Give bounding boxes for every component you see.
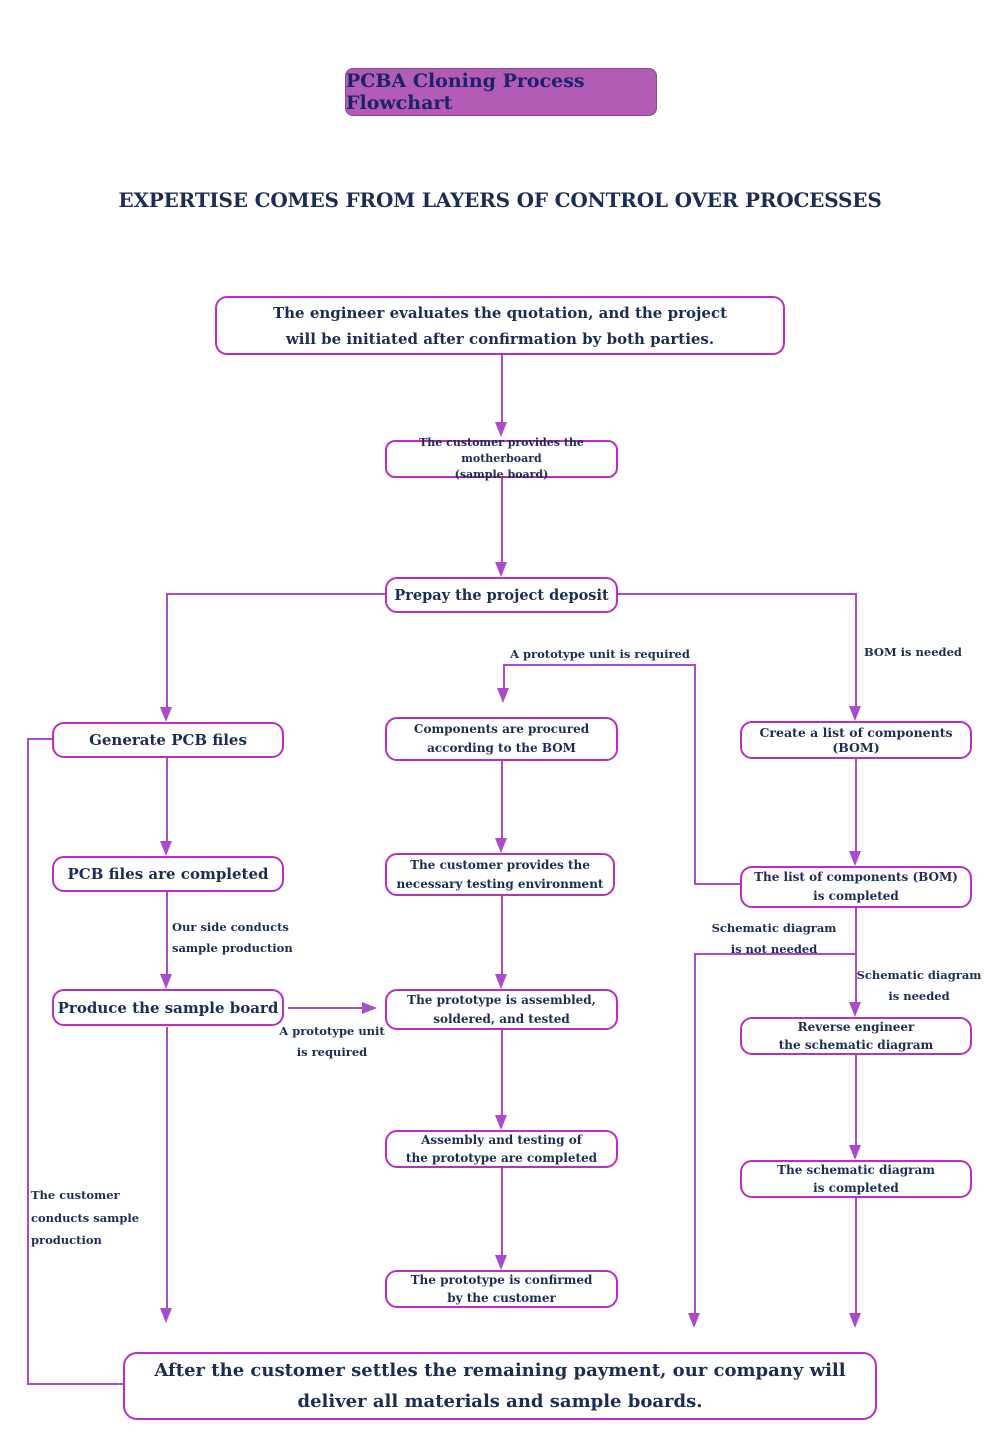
edge-label-our-side-conducts: Our side conducts sample production [172, 920, 293, 955]
node-prototype-assembled: The prototype is assembled, soldered, an… [385, 989, 618, 1030]
page-heading: EXPERTISE COMES FROM LAYERS OF CONTROL O… [118, 188, 882, 212]
edge-createbom-to-bomdone-line [855, 759, 857, 851]
edge-assembled-to-asmdone-arrowhead [495, 1115, 507, 1130]
edge-generate-to-final-hline-bottom [27, 1383, 123, 1385]
edge-produce-to-assembled-line [288, 1007, 362, 1009]
edge-schematic-not-needed-vline [694, 953, 696, 1313]
node-bom-completed: The list of components (BOM) is complete… [740, 866, 972, 908]
edge-components-to-testenv-line [501, 761, 503, 838]
edge-produce-to-final-line [166, 1027, 168, 1308]
edge-generate-to-final-hline-top [27, 738, 52, 740]
edge-pcbdone-to-produce-line [166, 892, 168, 974]
node-generate-pcb-files: Generate PCB files [52, 722, 284, 758]
node-engineer-evaluates: The engineer evaluates the quotation, an… [215, 296, 785, 355]
edge-reverse-to-schdone-line [855, 1055, 857, 1145]
node-reverse-engineer-schematic: Reverse engineer the schematic diagram [740, 1017, 972, 1055]
edge-bomdone-to-components-arrowhead [497, 688, 509, 703]
edge-label-prototype-unit-required-side: A prototype unit is required [279, 1024, 385, 1059]
edge-pcbdone-to-produce-arrowhead [160, 974, 172, 989]
edge-bomdone-to-components-vline-drop [503, 664, 505, 688]
edge-label-bom-is-needed: BOM is needed [864, 645, 962, 659]
edge-schdone-to-final-line [855, 1198, 857, 1313]
edge-asmdone-to-confirmed-line [501, 1168, 503, 1255]
node-assembly-testing-completed: Assembly and testing of the prototype ar… [385, 1130, 618, 1168]
edge-engineer-to-motherboard-arrowhead [495, 422, 507, 437]
edge-bomdone-to-reverse-line [855, 908, 857, 1002]
edge-createbom-to-bomdone-arrowhead [849, 851, 861, 866]
flowchart-title-banner: PCBA Cloning Process Flowchart [345, 68, 657, 116]
edge-bomdone-to-reverse-arrowhead [849, 1002, 861, 1017]
edge-generate-to-final-vline [27, 738, 29, 1385]
edge-prepay-to-createbom-vline [855, 593, 857, 706]
edge-label-schematic-not-needed: Schematic diagram is not needed [711, 921, 837, 956]
node-components-procured: Components are procured according to the… [385, 717, 618, 761]
edge-bomdone-to-components-hline-right [695, 883, 740, 885]
edge-schematic-not-needed-hline [694, 953, 856, 955]
edge-bomdone-to-components-hline-top [504, 664, 696, 666]
edge-bomdone-to-components-vline [694, 664, 696, 885]
edge-motherboard-to-prepay-line [501, 478, 503, 562]
edge-prepay-to-generate-vline [166, 593, 168, 707]
edge-produce-to-assembled-arrowhead [362, 1002, 377, 1014]
node-prototype-confirmed: The prototype is confirmed by the custom… [385, 1270, 618, 1308]
edge-motherboard-to-prepay-arrowhead [495, 562, 507, 577]
node-pcb-files-completed: PCB files are completed [52, 856, 284, 892]
edge-assembled-to-asmdone-line [501, 1030, 503, 1115]
edge-generate-to-pcbdone-line [166, 758, 168, 841]
edge-testenv-to-assembled-arrowhead [495, 974, 507, 989]
edge-components-to-testenv-arrowhead [495, 838, 507, 853]
node-customer-provides-board: The customer provides the motherboard (s… [385, 436, 618, 481]
edge-label-prototype-unit-required-top: A prototype unit is required [510, 647, 690, 661]
edge-label-customer-conducts: The customer conducts sample production [31, 1188, 140, 1247]
node-produce-sample-board: Produce the sample board [52, 989, 284, 1026]
edge-prepay-to-generate-arrowhead [160, 707, 172, 722]
edge-asmdone-to-confirmed-arrowhead [495, 1255, 507, 1270]
node-final-delivery: After the customer settles the remaining… [123, 1352, 877, 1420]
edge-engineer-to-motherboard-line [501, 355, 503, 422]
edge-prepay-to-createbom-arrowhead [849, 706, 861, 721]
node-testing-environment: The customer provides the necessary test… [385, 853, 615, 896]
edge-prepay-to-generate-hline [167, 593, 385, 595]
edge-schdone-to-final-arrowhead [849, 1313, 861, 1328]
edge-label-schematic-needed: Schematic diagram is needed [856, 968, 982, 1003]
edge-generate-to-pcbdone-arrowhead [160, 841, 172, 856]
edge-testenv-to-assembled-line [501, 896, 503, 974]
edge-schematic-not-needed-arrowhead [688, 1313, 700, 1328]
edge-produce-to-final-arrowhead [160, 1308, 172, 1323]
edge-reverse-to-schdone-arrowhead [849, 1145, 861, 1160]
edge-prepay-to-createbom-hline [618, 593, 857, 595]
node-create-bom: Create a list of components (BOM) [740, 721, 972, 759]
node-prepay-deposit: Prepay the project deposit [385, 577, 618, 613]
node-schematic-completed: The schematic diagram is completed [740, 1160, 972, 1198]
